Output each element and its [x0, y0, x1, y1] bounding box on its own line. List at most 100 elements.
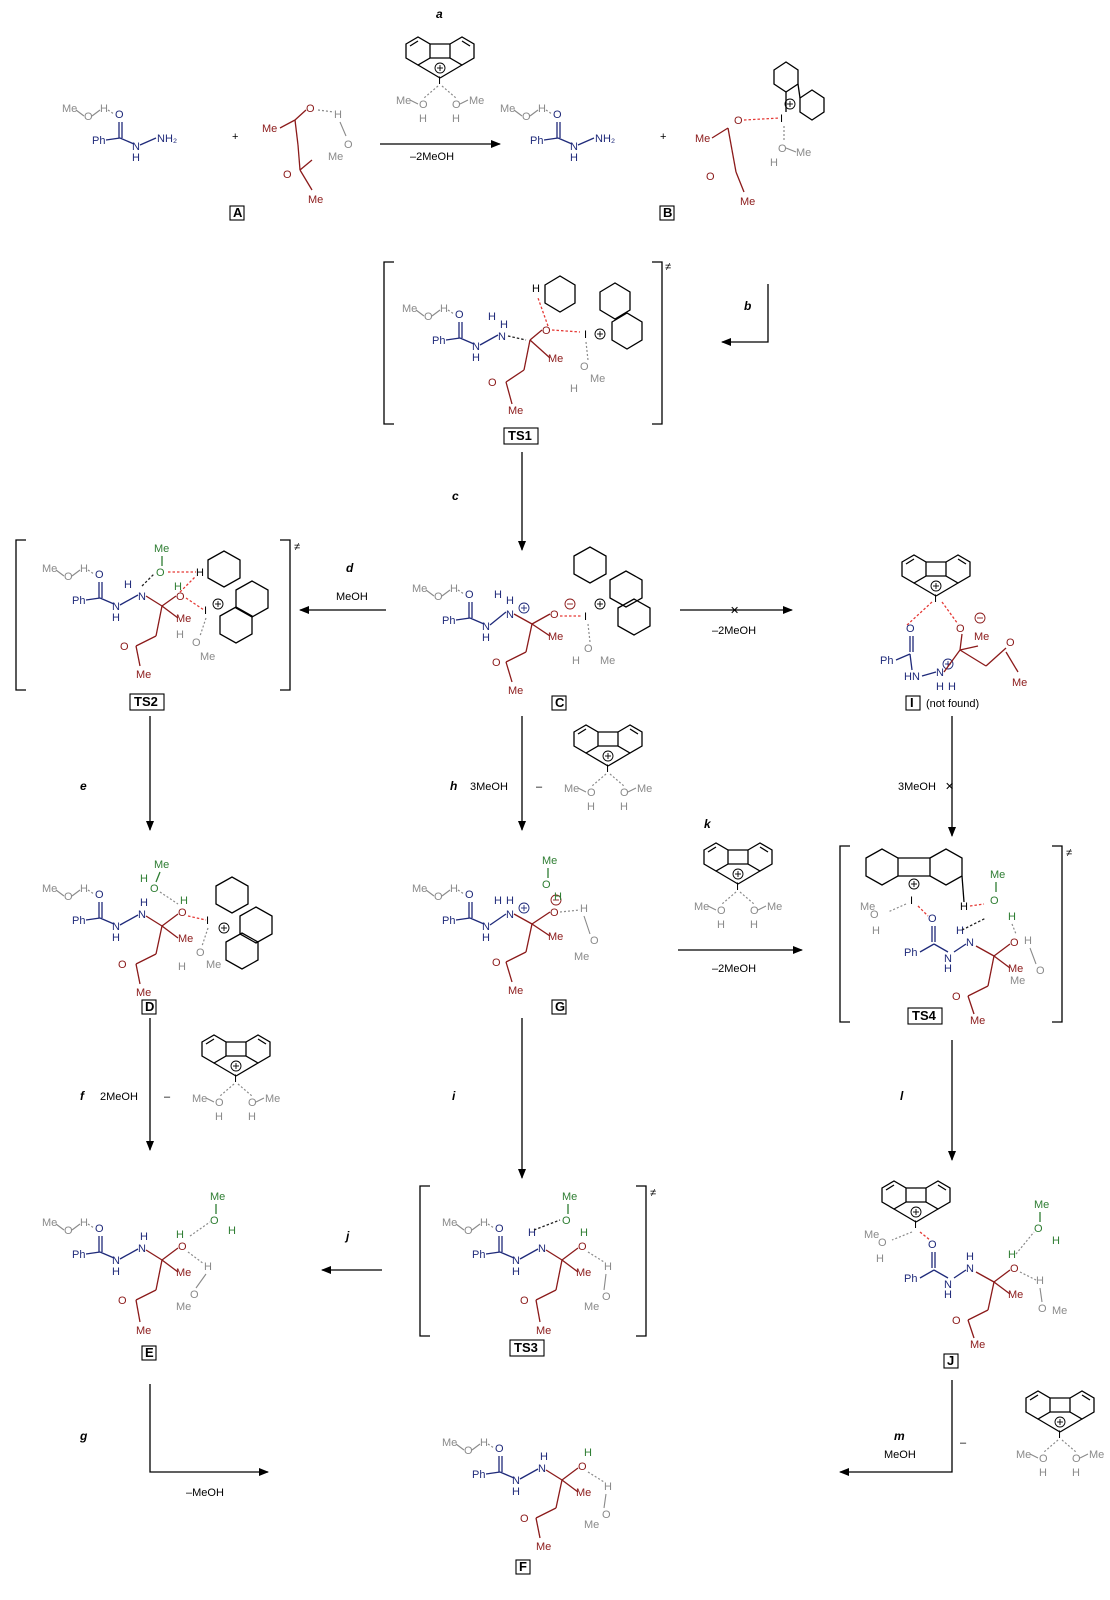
svg-text:N: N: [138, 591, 146, 603]
svg-text:O: O: [118, 959, 127, 971]
step-j-label: j: [344, 1229, 350, 1243]
structure-B-complex: Me O O Me I O Me H: [695, 61, 825, 208]
arrow-m: [839, 1380, 953, 1476]
svg-text:O: O: [578, 1241, 587, 1253]
svg-text:O: O: [906, 623, 915, 635]
svg-text:H: H: [966, 1251, 974, 1263]
svg-text:Me: Me: [548, 631, 563, 643]
bracket-right-TS2: [280, 539, 291, 691]
svg-text:H: H: [140, 873, 148, 885]
cond-f: 2MeOH: [100, 1091, 138, 1103]
svg-text:H: H: [176, 629, 184, 641]
svg-text:O: O: [602, 1291, 611, 1303]
svg-text:Me: Me: [864, 1229, 879, 1241]
svg-text:Me: Me: [178, 933, 193, 945]
svg-text:N: N: [966, 937, 974, 949]
label-A: A: [233, 205, 243, 220]
label-D: D: [145, 999, 154, 1014]
label-TS4: TS4: [912, 1008, 937, 1023]
svg-text:Me: Me: [576, 1487, 591, 1499]
svg-text:O: O: [156, 567, 165, 579]
svg-text:O: O: [956, 623, 965, 635]
label-box-I: [905, 695, 921, 711]
svg-text:O: O: [778, 143, 787, 155]
svg-text:O: O: [870, 909, 879, 921]
svg-text:H: H: [500, 319, 508, 331]
svg-text:H: H: [140, 1231, 148, 1243]
svg-text:Me: Me: [860, 901, 875, 913]
svg-text:Me: Me: [576, 1267, 591, 1279]
bracket-left-TS3: [419, 1185, 430, 1337]
svg-text:H: H: [228, 1225, 236, 1237]
svg-text:O: O: [706, 171, 715, 183]
label-TS2: TS2: [134, 694, 158, 709]
step-f-label: f: [80, 1089, 85, 1103]
label-box-J: [943, 1353, 959, 1369]
svg-text:O: O: [190, 1289, 199, 1301]
bracket-right-TS4: [1052, 845, 1063, 1023]
svg-text:Me: Me: [154, 859, 169, 871]
svg-text:Me: Me: [176, 1267, 191, 1279]
svg-text:H: H: [936, 681, 944, 693]
label-I: I: [910, 695, 914, 710]
svg-text:O: O: [118, 1295, 127, 1307]
svg-text:O: O: [928, 1239, 937, 1251]
bracket-right-TS3: [636, 1185, 647, 1337]
step-i-label: i: [452, 1089, 456, 1103]
svg-text:Me: Me: [1010, 975, 1025, 987]
svg-text:Me: Me: [970, 1339, 985, 1351]
svg-text:H: H: [532, 283, 540, 295]
diketone-methanol: Me O O Me H O Me: [262, 103, 353, 206]
label-B: B: [663, 205, 672, 220]
bracket-left-TS1: [383, 261, 394, 425]
svg-text:O: O: [1010, 937, 1019, 949]
step-k-label: k: [704, 817, 712, 831]
svg-text:Ph: Ph: [904, 1273, 917, 1285]
svg-text:Me: Me: [1052, 1305, 1067, 1317]
bracket-right-TS1: [652, 261, 663, 425]
svg-text:Me: Me: [200, 651, 215, 663]
svg-text:O: O: [1036, 965, 1045, 977]
svg-text:O: O: [1010, 1263, 1019, 1275]
svg-text:H: H: [178, 961, 186, 973]
cond-h: 3MeOH: [470, 781, 508, 793]
svg-text:H: H: [494, 589, 502, 601]
svg-text:H: H: [944, 1289, 952, 1301]
svg-text:I: I: [584, 611, 587, 623]
svg-text:O: O: [952, 1315, 961, 1327]
label-E: E: [145, 1345, 154, 1360]
structure-TS3: N H O Me O Me Me O H H O Me: [441, 1191, 612, 1337]
cond-d: MeOH: [336, 591, 368, 603]
svg-text:H: H: [554, 891, 562, 903]
svg-text:O: O: [550, 609, 559, 621]
svg-text:O: O: [602, 1509, 611, 1521]
svg-text:Me: Me: [974, 631, 989, 643]
svg-text:H: H: [488, 311, 496, 323]
svg-text:H: H: [528, 1227, 536, 1239]
svg-text:O: O: [542, 325, 551, 337]
svg-text:Me: Me: [1012, 677, 1027, 689]
svg-text:O: O: [562, 1215, 571, 1227]
svg-text:N: N: [944, 1279, 952, 1291]
svg-text:I: I: [780, 113, 783, 125]
svg-text:Me: Me: [990, 869, 1005, 881]
svg-text:O: O: [176, 591, 185, 603]
structure-TS1: N H H O Me O Me H I O Me H: [401, 275, 643, 417]
svg-text:Me: Me: [154, 543, 169, 555]
svg-text:Me: Me: [1008, 1289, 1023, 1301]
svg-text:Me: Me: [548, 931, 563, 943]
iodonium-reagent-h: [564, 725, 652, 813]
label-box-B: [659, 205, 675, 221]
step-d-label: d: [346, 561, 354, 575]
svg-text:NH₂: NH₂: [595, 133, 615, 145]
svg-text:I: I: [910, 895, 913, 907]
svg-text:Me: Me: [136, 987, 151, 999]
structure-C: N H H O Me O Me I O Me H: [411, 546, 651, 697]
svg-text:O: O: [492, 657, 501, 669]
label-box-G: [551, 999, 567, 1015]
label-box-F: [515, 1559, 531, 1575]
svg-text:I: I: [206, 915, 209, 927]
svg-text:N: N: [944, 953, 952, 965]
svg-text:O: O: [210, 1215, 219, 1227]
svg-text:Me: Me: [574, 951, 589, 963]
